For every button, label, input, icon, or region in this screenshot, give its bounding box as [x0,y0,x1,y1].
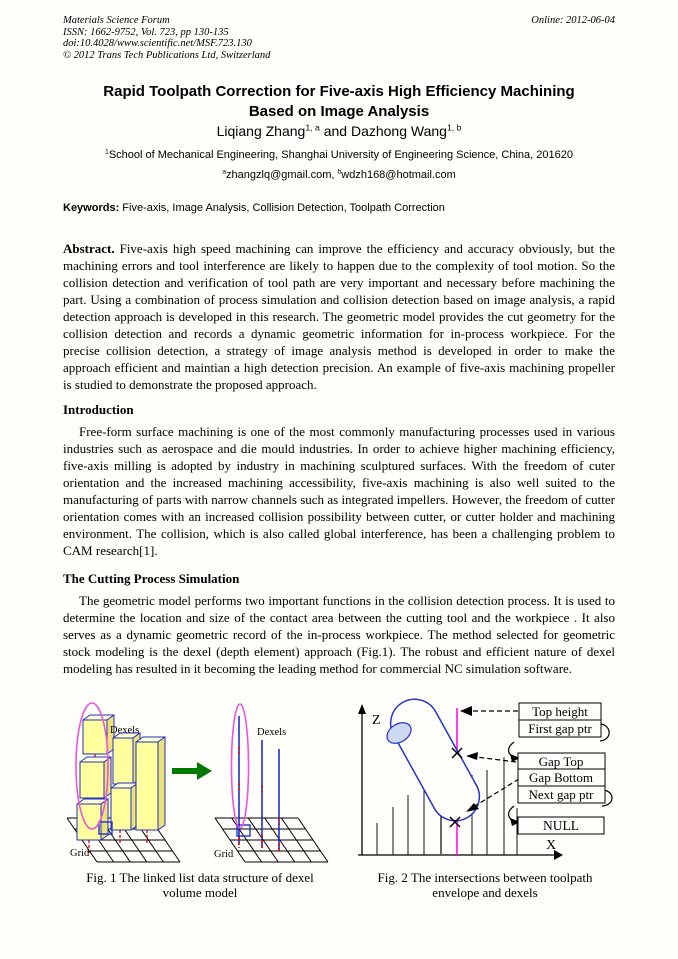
journal-issn: ISSN: 1662-9752, Vol. 723, pp 130-135 [63,26,229,38]
tool-tip-ellipse [386,722,412,744]
affiliation-line: 1School of Mechanical Engineering, Shang… [63,148,615,161]
dexels-label-right: Dexels [257,727,286,738]
x-axis-label: X [546,838,556,853]
author-1-superscript: 1, a [305,122,320,133]
node-box-next-gap-ptr: Next gap ptr [529,787,595,802]
dexel-lines [238,716,280,851]
figure-2-caption-line-1: Fig. 2 The intersections between toolpat… [377,870,593,885]
pointer-arrowhead-bottom [466,803,479,812]
dexel-boxes [76,714,166,841]
figure-2-caption-line-2: envelope and dexels [432,885,538,900]
figure-1-diagram: Dexels Dexels Grid Grid [66,702,329,863]
dexel-box [135,736,166,831]
author-2: Dazhong Wang [350,123,447,139]
journal-header: Materials Science Forum ISSN: 1662-9752,… [63,15,615,61]
node-box-first-gap-ptr: First gap ptr [528,721,592,736]
email-a: zhangzlq@gmail.com, [226,169,338,181]
hook-arrowhead-bottom [510,818,520,826]
figure-1-caption-line-1: Fig. 1 The linked list data structure of… [86,870,314,885]
dexel-box [110,782,139,831]
gap-dashes-left [88,754,148,853]
email-b-superscript: b [337,168,342,176]
node-box-gap-bottom: Gap Bottom [529,770,593,785]
figure-2-diagram: Top height First gap ptr Gap Top Gap Bot… [358,698,613,860]
online-date: Online: 2012-06-04 [531,15,615,26]
figure-1-caption: Fig. 1 The linked list data structure of… [50,870,350,900]
introduction-paragraph: Free-form surface machining is one of th… [63,424,615,558]
author-1: Liqiang Zhang [216,123,306,139]
journal-copyright: © 2012 Trans Tech Publications Ltd, Swit… [63,49,271,61]
dexel-box [79,756,112,799]
grid-label-right: Grid [214,849,234,860]
dexels-label-left: Dexels [110,725,139,736]
journal-name: Materials Science Forum [63,15,170,26]
gap-dashes-right [238,747,280,852]
keywords-line: Keywords: Five-axis, Image Analysis, Col… [63,202,615,214]
affiliation-superscript: 1 [105,148,109,156]
pointer-arrowhead-top [460,706,472,716]
section-heading-introduction: Introduction [63,402,134,417]
dexel-box [112,732,141,785]
dexel-lines [376,757,518,855]
keywords-label: Keywords: [63,202,120,214]
abstract-text: Five-axis high speed machining can impro… [63,241,615,392]
grid-cell-box-left [98,821,113,835]
toolpath-envelope [389,698,481,822]
author-2-superscript: 1, b [446,122,462,133]
abstract-paragraph: Abstract. Five-axis high speed machining… [63,240,615,393]
journal-doi: doi:10.4028/www.scientific.net/MSF.723.1… [63,38,252,49]
node-boxes [517,702,606,835]
grid-cell-box-right [236,824,251,837]
keywords-text: Five-axis, Image Analysis, Collision Det… [119,202,445,214]
section-heading-cutting-process: The Cutting Process Simulation [63,571,240,586]
journal-header-left: Materials Science Forum ISSN: 1662-9752,… [63,15,270,61]
cutting-process-paragraph: The geometric model performs two importa… [63,593,615,676]
figure-1-caption-line-2: volume model [162,885,238,900]
linked-list-ellipse-left [75,702,109,830]
dexel-box [82,714,115,755]
pointer-arrowhead-mid [466,752,478,760]
z-axis-arrowhead [358,704,366,714]
intersection-marks [449,747,463,828]
authors-joiner: and [319,123,351,139]
node-box-top-height: Top height [532,704,588,719]
abstract-label: Abstract. [63,241,115,256]
emails-line: azhangzlq@gmail.com, bwdzh168@hotmail.co… [63,168,615,181]
grid-label-left: Grid [70,848,90,859]
hook-arrows [508,723,613,823]
dexel-box [76,798,109,841]
axes [358,712,554,856]
node-box-gap-top: Gap Top [539,754,584,769]
x-axis-arrowhead [554,850,563,860]
hook-arrowhead-top [510,754,520,762]
affiliation-text: School of Mechanical Engineering, Shangh… [108,149,573,161]
grid-left [66,817,181,863]
title-line-1: Rapid Toolpath Correction for Five-axis … [103,83,575,100]
grid-right [214,817,329,863]
node-box-null: NULL [543,818,579,833]
transform-arrow-icon [172,762,212,780]
linked-list-ellipse-right [230,703,250,829]
email-a-superscript: a [222,168,227,176]
pointer-dashes [463,710,520,810]
title-line-2: Based on Image Analysis [248,103,430,120]
figure-2-caption: Fig. 2 The intersections between toolpat… [345,870,625,900]
email-b: wdzh168@hotmail.com [341,169,456,181]
page-title: Rapid Toolpath Correction for Five-axis … [63,82,615,122]
z-axis-label: Z [372,713,381,728]
authors-line: Liqiang Zhang1, a and Dazhong Wang1, b [63,123,615,139]
